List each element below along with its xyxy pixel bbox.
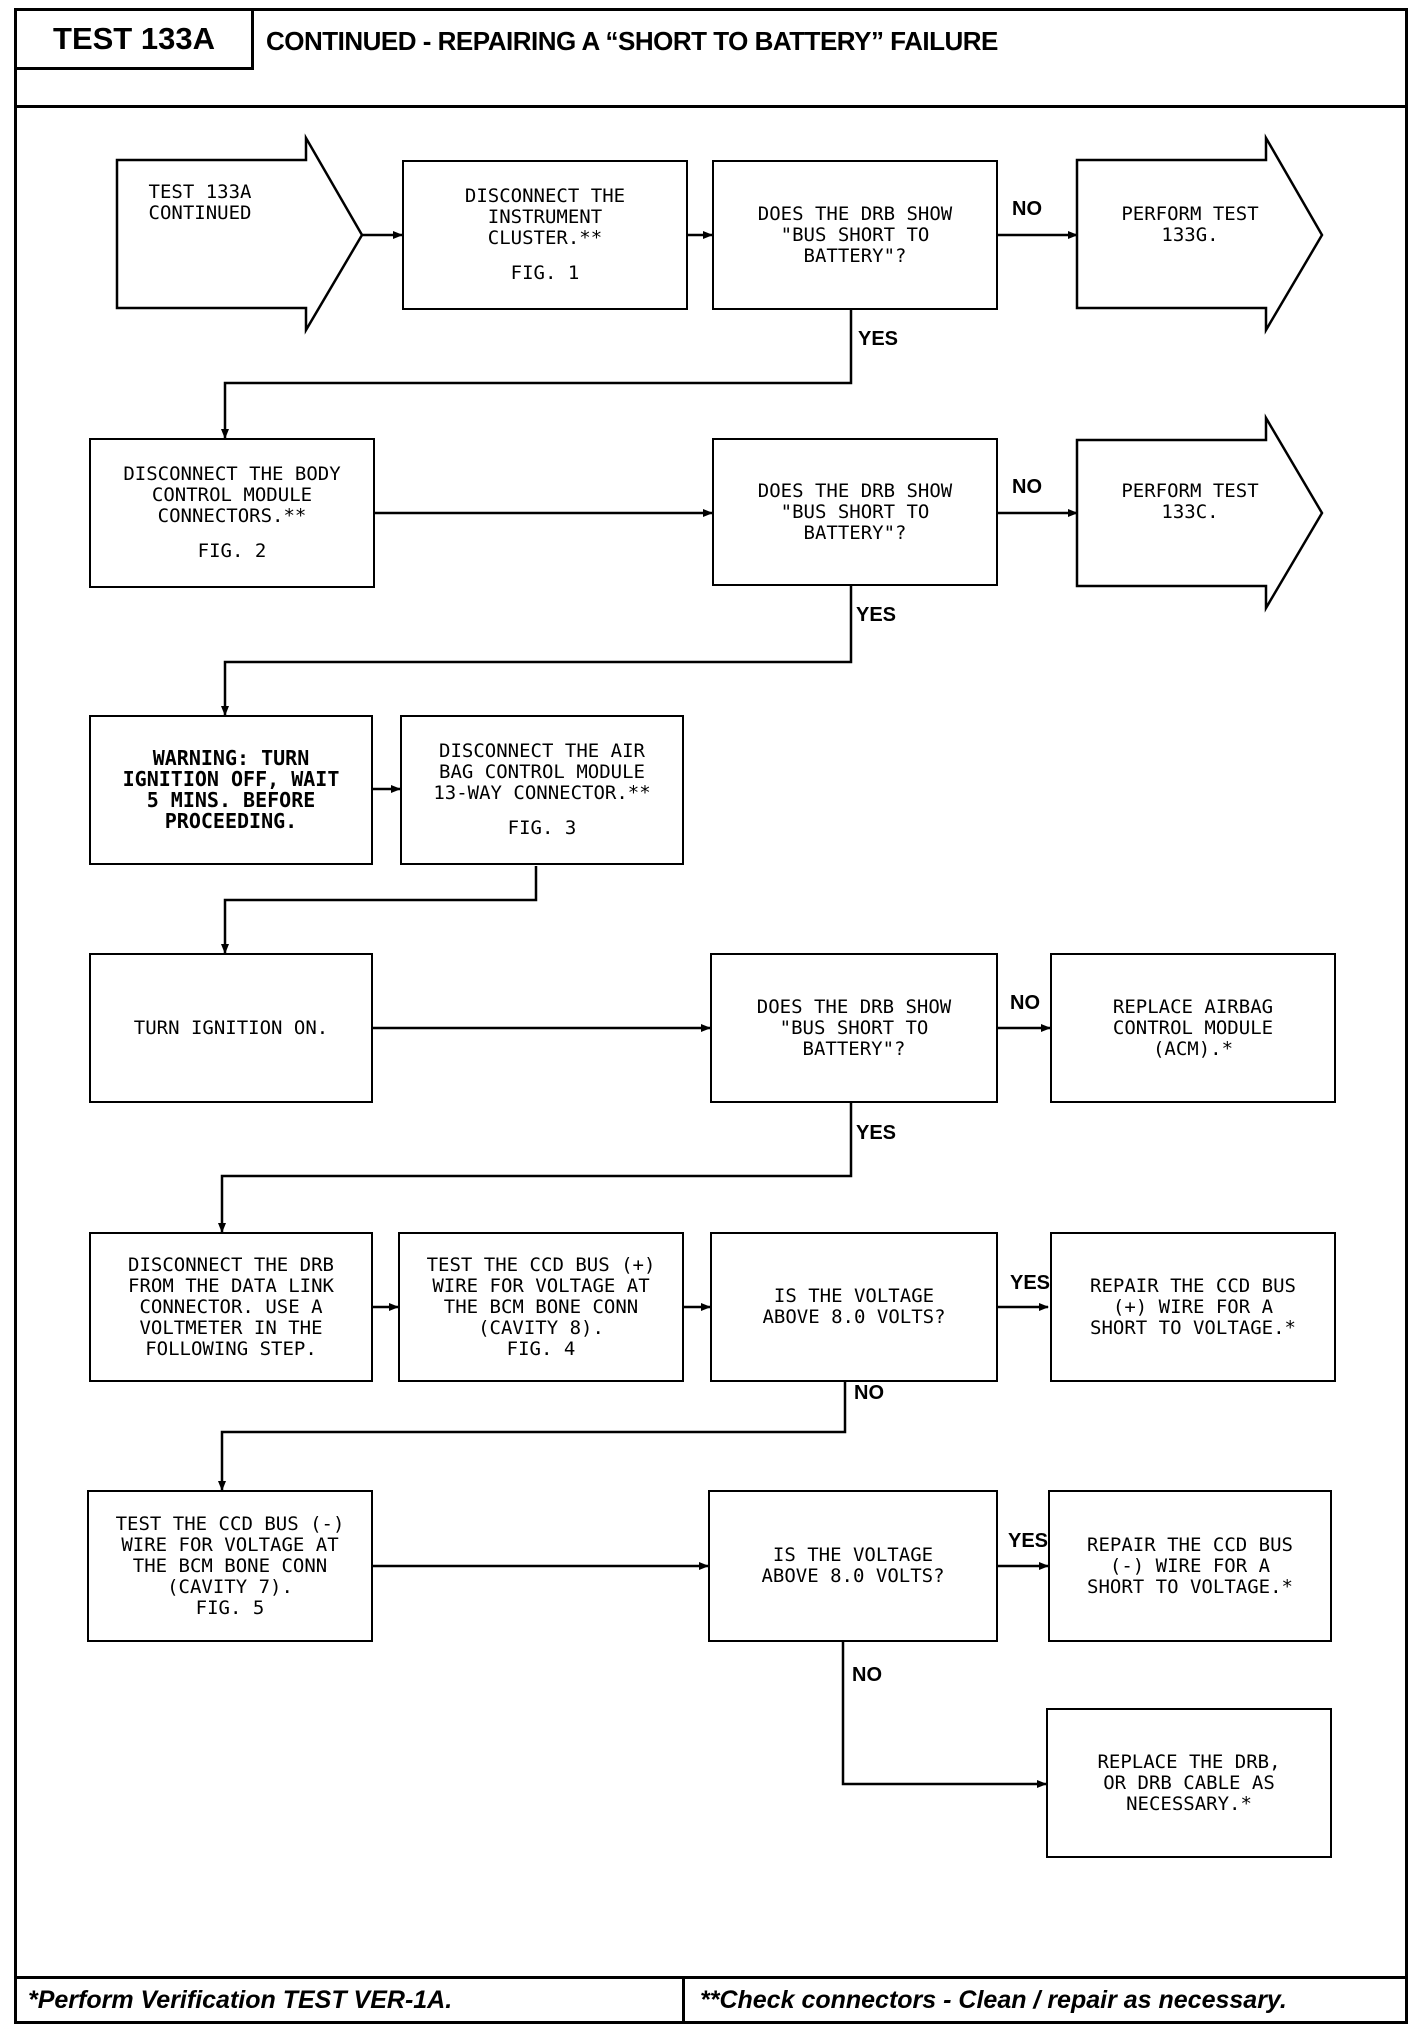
replace-drb-box: REPLACE THE DRB, OR DRB CABLE AS NECESSA… bbox=[1046, 1708, 1332, 1858]
decision-box-2: DOES THE DRB SHOW "BUS SHORT TO BATTERY"… bbox=[712, 438, 998, 586]
fig-3-label: FIG. 3 bbox=[507, 817, 577, 839]
yes-label-4: YES bbox=[1010, 1272, 1051, 1294]
no-label-3: NO bbox=[1010, 992, 1040, 1014]
fig-1-label: FIG. 1 bbox=[510, 262, 580, 284]
start-node: TEST 133A CONTINUED bbox=[148, 181, 252, 224]
footer-note-left: *Perform Verification TEST VER-1A. bbox=[28, 1985, 453, 2014]
no-label-5: NO bbox=[852, 1664, 882, 1686]
disconnect-cluster-box: DISCONNECT THE INSTRUMENT CLUSTER.** FIG… bbox=[402, 160, 688, 310]
page-frame bbox=[14, 8, 1408, 2024]
footer-note-right: **Check connectors - Clean / repair as n… bbox=[700, 1985, 1287, 2014]
turn-ignition-on-box: TURN IGNITION ON. bbox=[89, 953, 373, 1103]
footer-divider bbox=[682, 1978, 685, 2022]
test-ccd-plus-box: TEST THE CCD BUS (+) WIRE FOR VOLTAGE AT… bbox=[398, 1232, 684, 1382]
no-label-2: NO bbox=[1012, 476, 1042, 498]
start-arrow-shape bbox=[115, 133, 364, 335]
disconnect-bcm-box: DISCONNECT THE BODY CONTROL MODULE CONNE… bbox=[89, 438, 375, 588]
page-title: CONTINUED - REPAIRING A “SHORT TO BATTER… bbox=[266, 25, 998, 56]
perform-test-133c-node: PERFORM TEST 133C. bbox=[1121, 480, 1259, 523]
warning-box: WARNING: TURN IGNITION OFF, WAIT 5 MINS.… bbox=[89, 715, 373, 865]
replace-acm-box: REPLACE AIRBAG CONTROL MODULE (ACM).* bbox=[1050, 953, 1336, 1103]
disconnect-acm-box: DISCONNECT THE AIR BAG CONTROL MODULE 13… bbox=[400, 715, 684, 865]
yes-label-1: YES bbox=[858, 328, 899, 350]
perform-test-133g-node: PERFORM TEST 133G. bbox=[1121, 203, 1259, 246]
header-row bbox=[14, 8, 1408, 108]
repair-ccd-plus-box: REPAIR THE CCD BUS (+) WIRE FOR A SHORT … bbox=[1050, 1232, 1336, 1382]
yes-label-3: YES bbox=[856, 1122, 897, 1144]
yes-label-5: YES bbox=[1008, 1530, 1049, 1552]
test-id-badge: TEST 133A bbox=[14, 8, 254, 70]
disconnect-cluster-text: DISCONNECT THE INSTRUMENT CLUSTER.** bbox=[464, 185, 626, 249]
decision-box-4: IS THE VOLTAGE ABOVE 8.0 VOLTS? bbox=[710, 1232, 998, 1382]
decision-box-5: IS THE VOLTAGE ABOVE 8.0 VOLTS? bbox=[708, 1490, 998, 1642]
perform-133g-arrow-shape bbox=[1075, 133, 1324, 335]
disconnect-bcm-text: DISCONNECT THE BODY CONTROL MODULE CONNE… bbox=[123, 463, 341, 527]
yes-label-2: YES bbox=[856, 604, 897, 626]
fig-2-label: FIG. 2 bbox=[197, 540, 267, 562]
decision-box-1: DOES THE DRB SHOW "BUS SHORT TO BATTERY"… bbox=[712, 160, 998, 310]
decision-box-3: DOES THE DRB SHOW "BUS SHORT TO BATTERY"… bbox=[710, 953, 998, 1103]
perform-133c-arrow-shape bbox=[1075, 413, 1324, 613]
disconnect-drb-box: DISCONNECT THE DRB FROM THE DATA LINK CO… bbox=[89, 1232, 373, 1382]
test-ccd-minus-box: TEST THE CCD BUS (-) WIRE FOR VOLTAGE AT… bbox=[87, 1490, 373, 1642]
no-label-4: NO bbox=[854, 1382, 884, 1404]
no-label-1: NO bbox=[1012, 198, 1042, 220]
disconnect-acm-text: DISCONNECT THE AIR BAG CONTROL MODULE 13… bbox=[433, 740, 651, 804]
repair-ccd-minus-box: REPAIR THE CCD BUS (-) WIRE FOR A SHORT … bbox=[1048, 1490, 1332, 1642]
footer-bar bbox=[14, 1976, 1408, 2024]
